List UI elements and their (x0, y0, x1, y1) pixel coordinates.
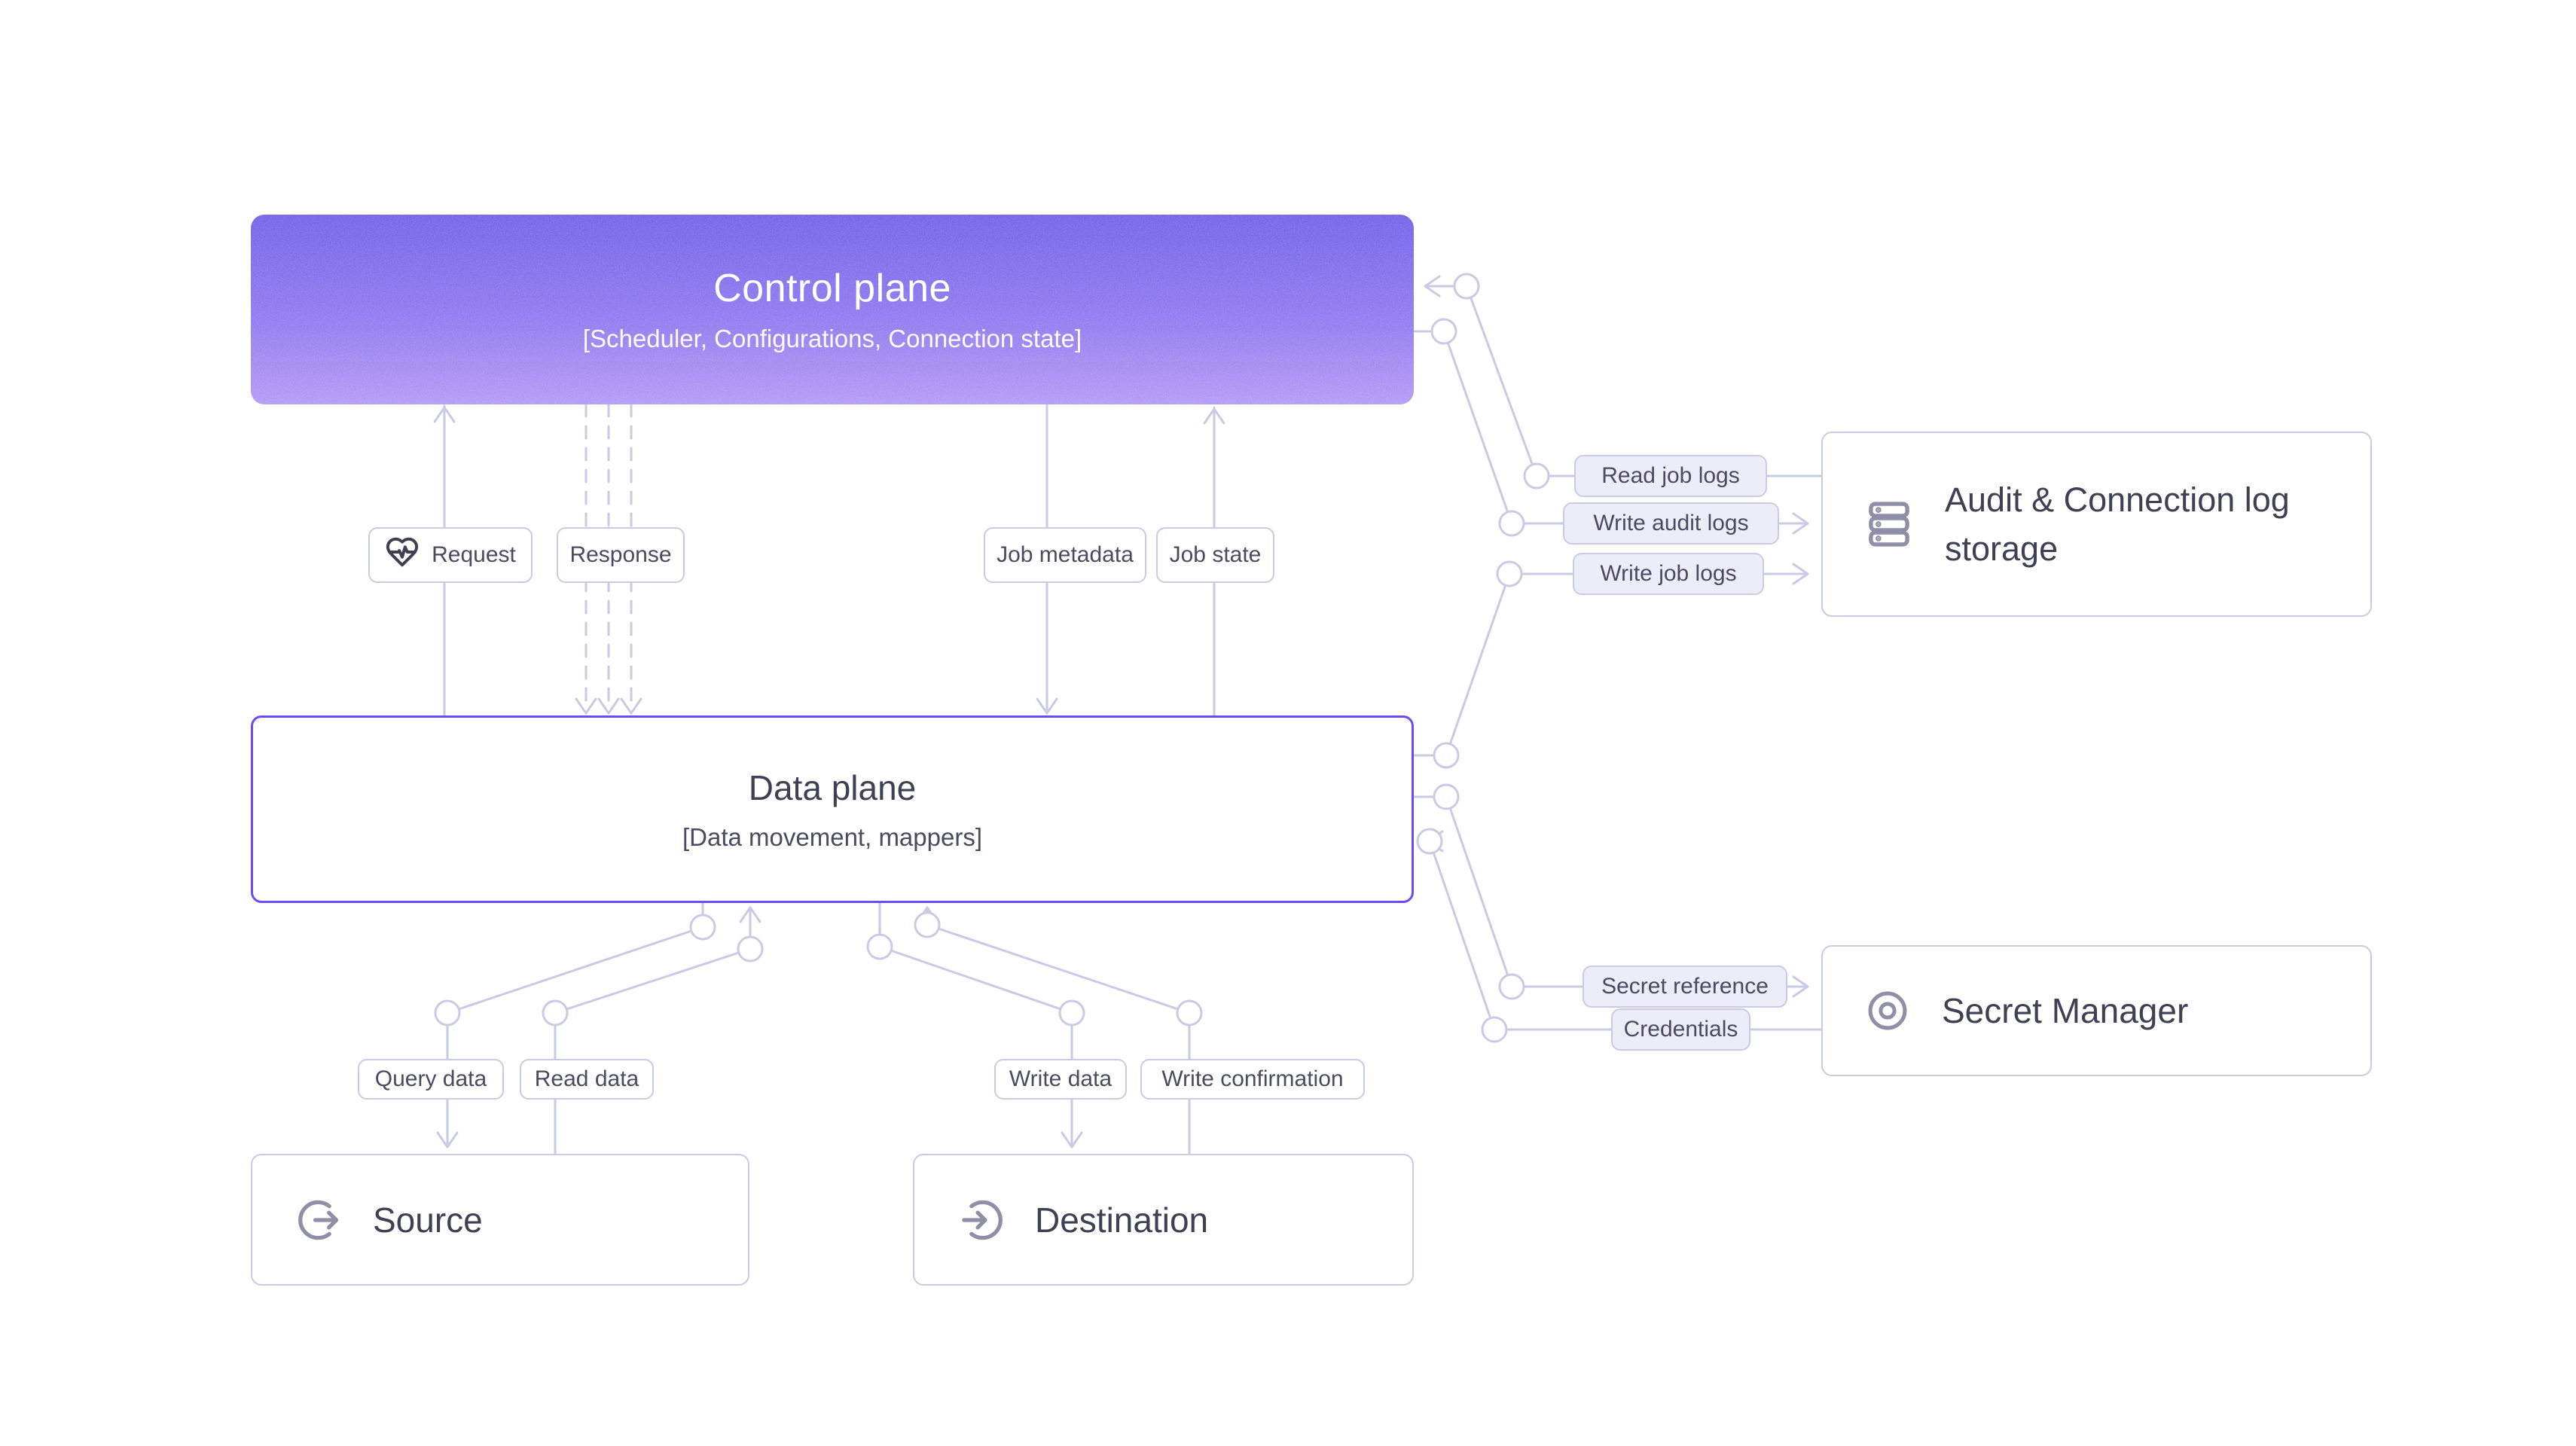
arrowhead-response-down-2 (597, 697, 620, 715)
junction-circle (1523, 462, 1550, 490)
edge-label-write-confirmation: Write confirmation (1140, 1059, 1365, 1100)
control-plane-title: Control plane (713, 267, 951, 310)
arrowhead-job-state-up (1203, 407, 1225, 425)
arrowhead-response-down-3 (620, 697, 642, 715)
edge-label-job-state: Job state (1156, 527, 1274, 583)
arrowhead-write-data-down (1061, 1131, 1083, 1149)
junction-circle (1433, 742, 1460, 769)
database-stack-icon (1863, 499, 1915, 550)
arrow-into-circle-icon (957, 1195, 1006, 1245)
arrowhead-query-data-down (436, 1131, 459, 1149)
secret-manager-title: Secret Manager (1942, 991, 2189, 1030)
data-plane-title: Data plane (748, 767, 917, 807)
junction-circle (1498, 510, 1525, 537)
junction-circle (1481, 1016, 1508, 1043)
edge-label-write-data: Write data (994, 1059, 1127, 1100)
junction-circle (1498, 973, 1525, 1000)
edge-label-read-data: Read data (520, 1059, 654, 1100)
source-box: Source (251, 1154, 749, 1286)
junction-circle (737, 935, 764, 962)
destination-box: Destination (913, 1154, 1414, 1286)
edge-label-query-data: Query data (358, 1059, 504, 1100)
junction-circle (914, 911, 941, 938)
edge-label-write-audit-logs: Write audit logs (1563, 502, 1779, 545)
eye-target-icon (1863, 987, 1912, 1035)
control-plane-box: Control plane [Scheduler, Configurations… (251, 215, 1414, 404)
heart-pulse-icon (385, 535, 420, 575)
edge-label-read-job-logs: Read job logs (1574, 455, 1767, 497)
arrowhead-secret-reference-right (1792, 975, 1809, 998)
edge-label-response: Response (557, 527, 685, 583)
audit-log-storage-box: Audit & Connection log storage (1821, 432, 2372, 617)
edge-secret-reference-line (1412, 795, 1809, 988)
edge-label-write-job-logs: Write job logs (1573, 553, 1764, 595)
arrowhead-write-audit-logs-right (1792, 512, 1809, 535)
edge-label-job-metadata: Job metadata (984, 527, 1146, 583)
junction-circle (1058, 999, 1085, 1027)
destination-title: Destination (1035, 1200, 1209, 1240)
edge-write-data-line (878, 901, 1073, 1148)
arrowhead-request-up (433, 406, 456, 423)
edge-query-data-line (446, 901, 704, 1148)
arrow-out-circle-icon (295, 1195, 344, 1245)
junction-circle (434, 999, 461, 1027)
audit-log-storage-title: Audit & Connection log storage (1945, 480, 2290, 568)
data-plane-subtitle: [Data movement, mappers] (682, 822, 982, 851)
arrowhead-write-job-logs-right (1792, 563, 1809, 585)
junction-circle (1416, 828, 1443, 855)
edge-label-credentials: Credentials (1611, 1008, 1750, 1051)
arrowhead-response-down-1 (575, 697, 597, 715)
control-plane-subtitle: [Scheduler, Configurations, Connection s… (582, 325, 1082, 352)
junction-circle (1453, 273, 1480, 300)
junction-circle (1433, 783, 1460, 810)
arrowhead-job-metadata-down (1036, 697, 1058, 715)
junction-circle (866, 933, 893, 960)
junction-circle (1496, 560, 1523, 587)
edge-write-job-logs-line (1412, 572, 1809, 757)
secret-manager-box: Secret Manager (1821, 945, 2372, 1076)
junction-circle (1176, 999, 1203, 1027)
junction-circle (542, 999, 569, 1027)
arrowhead-read-data-up (739, 906, 762, 923)
junction-circle (689, 914, 716, 941)
edge-write-confirmation-line (926, 906, 1191, 1155)
data-plane-box: Data plane [Data movement, mappers] (251, 715, 1414, 903)
junction-circle (1430, 318, 1457, 345)
edge-label-request-text: Request (432, 542, 516, 567)
arrowhead-read-job-logs-left (1424, 275, 1441, 297)
source-title: Source (373, 1200, 483, 1240)
edge-label-request: Request (368, 527, 533, 583)
edge-label-secret-reference: Secret reference (1583, 966, 1787, 1008)
